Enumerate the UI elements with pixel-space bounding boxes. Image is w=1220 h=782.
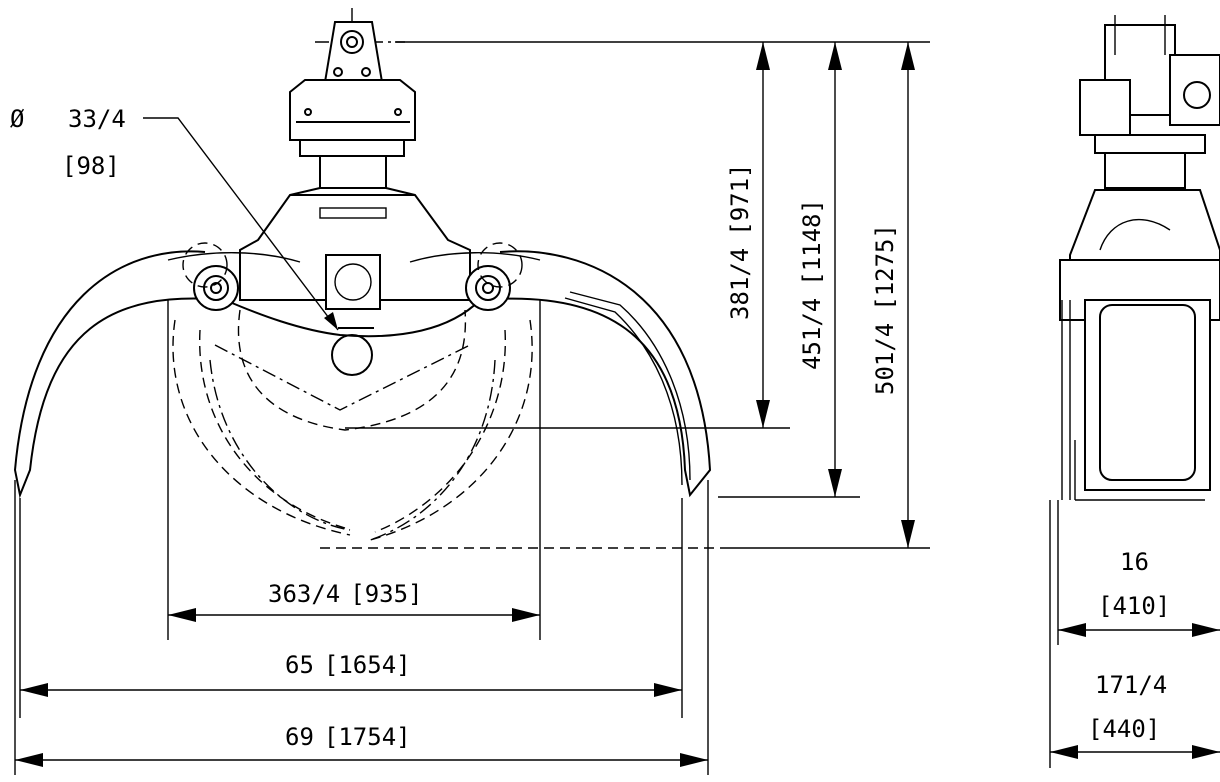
side-width-410-inch: 16 (1120, 548, 1149, 576)
height-dimension-1275 (901, 42, 915, 548)
width-1654-mm: [1654] (324, 651, 411, 679)
width-1654-inch: 65 (285, 651, 314, 679)
width-935-inch: 363/4 (268, 580, 340, 608)
width-dimension-1654 (20, 683, 682, 697)
hydraulic-cylinders (182, 242, 523, 376)
width-935-mm: [935] (350, 580, 422, 608)
height-1275-inch: 501/4 (871, 323, 899, 395)
width-935-label: 363/4 [935] (268, 580, 423, 608)
side-width-410-mm: [410] (1098, 592, 1170, 620)
width-dimension-935 (168, 608, 540, 622)
pin-diameter-inch: 33/4 (68, 105, 126, 133)
pin-diameter-mm: [98] (62, 152, 120, 180)
height-dimension-971 (756, 42, 770, 428)
front-view: Ø 33/4 [98] 381/4 [971] 451/4 [1148] (10, 8, 930, 775)
pin-diameter-symbol: Ø (10, 105, 25, 133)
height-1148-inch: 451/4 (798, 298, 826, 370)
side-rotator (1079, 15, 1220, 189)
rotator-assembly (289, 8, 416, 189)
side-body (1059, 189, 1220, 501)
grapple-jaws-closed (172, 309, 533, 541)
side-width-dimension-440 (1050, 745, 1220, 759)
height-971-inch: 381/4 (726, 248, 754, 320)
height-971-mm: [971] (726, 164, 754, 236)
height-1148-label: 451/4 [1148] (798, 199, 826, 370)
width-1754-label: 69 [1754] (285, 723, 411, 751)
width-1754-inch: 69 (285, 723, 314, 751)
width-1654-label: 65 [1654] (285, 651, 411, 679)
side-width-440-mm: [440] (1088, 715, 1160, 743)
side-width-dimension-410 (1058, 623, 1220, 637)
height-1275-mm: [1275] (871, 224, 899, 311)
pin-diameter-leader (143, 117, 339, 331)
side-extension-lines (1049, 500, 1059, 768)
side-view: 16 [410] 171/4 [440] (1049, 15, 1220, 768)
height-1275-label: 501/4 [1275] (871, 224, 899, 395)
height-dimension-1148 (828, 42, 842, 497)
grapple-body (239, 187, 471, 329)
width-1754-mm: [1754] (324, 723, 411, 751)
height-971-label: 381/4 [971] (726, 164, 754, 321)
side-width-440-inch: 171/4 (1095, 671, 1167, 699)
height-extension-lines (320, 41, 930, 549)
grapple-jaws (13, 250, 712, 499)
height-1148-mm: [1148] (798, 199, 826, 286)
width-extension-lines (14, 300, 709, 775)
width-dimension-1754 (15, 753, 708, 767)
